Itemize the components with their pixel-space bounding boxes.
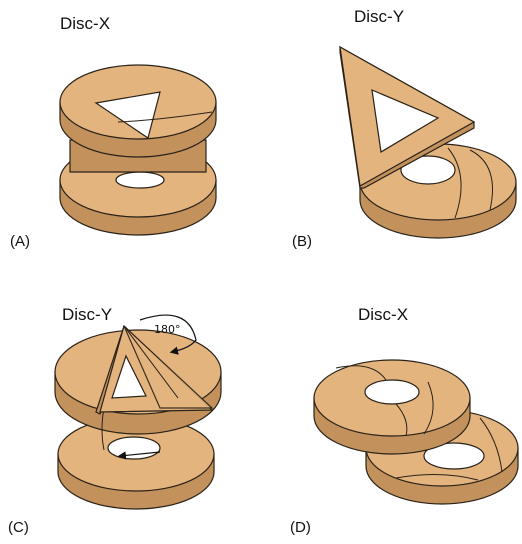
panel-b-letter: (B): [292, 233, 312, 250]
panel-c-letter: (C): [8, 519, 29, 536]
panel-a-upper-disc: [60, 65, 216, 157]
panel-d-letter: (D): [290, 519, 311, 536]
panel-b: Disc-Y (B): [292, 7, 516, 250]
panel-b-title: Disc-Y: [354, 7, 404, 26]
panel-c-title: Disc-Y: [62, 305, 112, 324]
rotation-angle-label: 180°: [154, 323, 181, 336]
panel-d-title: Disc-X: [358, 305, 408, 324]
panel-d-upper-disc: [314, 360, 470, 454]
panel-c: 180° Disc-Y (C): [8, 305, 221, 536]
panel-d: Disc-X (D): [290, 305, 518, 536]
panel-a-letter: (A): [10, 233, 30, 250]
panel-a: Disc-X (A): [10, 14, 216, 250]
panel-a-title: Disc-X: [60, 14, 110, 33]
